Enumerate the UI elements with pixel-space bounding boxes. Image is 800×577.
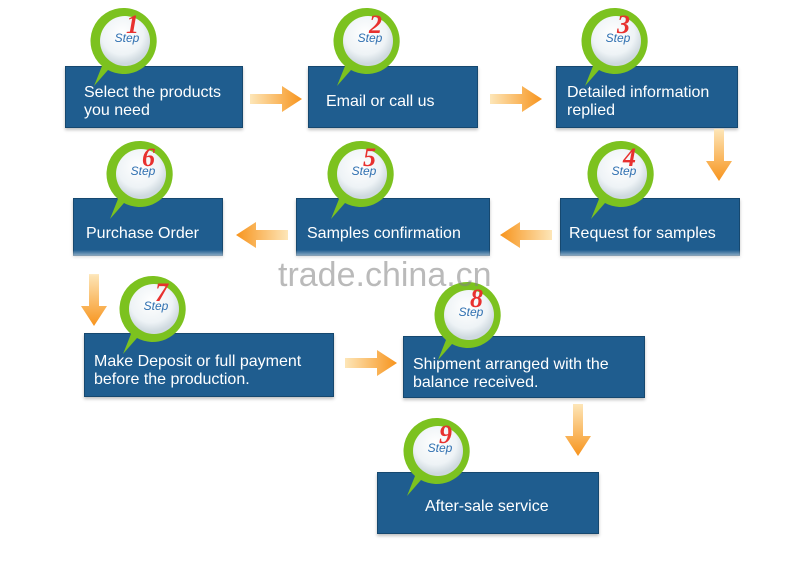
step-2-label: Step [357, 31, 383, 45]
step-9-badge-icon: 9 Step [401, 414, 475, 500]
step-3-text: Detailed information replied [567, 84, 710, 119]
step-5-number: 5 [363, 143, 376, 172]
step-2-text: Email or call us [326, 93, 435, 110]
arrow-2-to-3-icon [490, 84, 542, 114]
watermark-band [0, 250, 800, 276]
step-4-box: Request for samples [560, 198, 740, 256]
step-6-number: 6 [142, 143, 155, 172]
step-4-number: 4 [623, 143, 636, 172]
arrow-5-to-6-icon [236, 220, 288, 250]
step-5-badge-icon: 5 Step [325, 137, 399, 223]
arrow-4-to-5-icon [500, 220, 552, 250]
step-5-box: Samples confirmation [296, 198, 490, 256]
arrow-3-to-4-icon [704, 129, 734, 181]
step-7-label: Step [143, 299, 169, 313]
step-1-box: Select the products you need [65, 66, 243, 128]
step-8-text: Shipment arranged with the balance recei… [413, 356, 609, 391]
step-2-number: 2 [369, 10, 382, 39]
step-7-box: Make Deposit or full payment before the … [84, 333, 334, 397]
watermark-text: trade.china.cn [278, 256, 492, 294]
arrow-8-to-9-icon [563, 404, 593, 456]
step-3-badge-icon: 3 Step [579, 4, 653, 90]
step-1-badge-icon: 1 Step [88, 4, 162, 90]
step-8-box: Shipment arranged with the balance recei… [403, 336, 645, 398]
arrow-7-to-8-icon [345, 348, 397, 378]
step-3-label: Step [605, 31, 631, 45]
step-1-label: Step [114, 31, 140, 45]
step-9-text: After-sale service [425, 498, 549, 515]
arrow-1-to-2-icon [250, 84, 302, 114]
step-4-badge-icon: 4 Step [585, 137, 659, 223]
step-8-label: Step [458, 305, 484, 319]
step-9-label: Step [427, 441, 453, 455]
step-6-box: Purchase Order [73, 198, 223, 256]
step-4-text: Request for samples [569, 225, 716, 242]
step-2-box: Email or call us [308, 66, 478, 128]
step-9-number: 9 [439, 420, 452, 449]
step-4-label: Step [611, 164, 637, 178]
step-5-text: Samples confirmation [307, 225, 461, 242]
step-7-number: 7 [155, 278, 168, 307]
step-1-text: Select the products you need [84, 84, 221, 119]
step-6-badge-icon: 6 Step [104, 137, 178, 223]
step-7-text: Make Deposit or full payment before the … [94, 353, 302, 388]
step-6-text: Purchase Order [86, 225, 199, 242]
step-5-label: Step [351, 164, 377, 178]
step-6-label: Step [130, 164, 156, 178]
step-8-number: 8 [470, 284, 483, 313]
step-3-box: Detailed information replied [556, 66, 738, 128]
step-1-number: 1 [126, 10, 139, 39]
step-7-badge-icon: 7 Step [117, 272, 191, 358]
arrow-6-to-7-icon [79, 274, 109, 326]
step-8-badge-icon: 8 Step [432, 278, 506, 364]
step-2-badge-icon: 2 Step [331, 4, 405, 90]
step-3-number: 3 [617, 10, 630, 39]
